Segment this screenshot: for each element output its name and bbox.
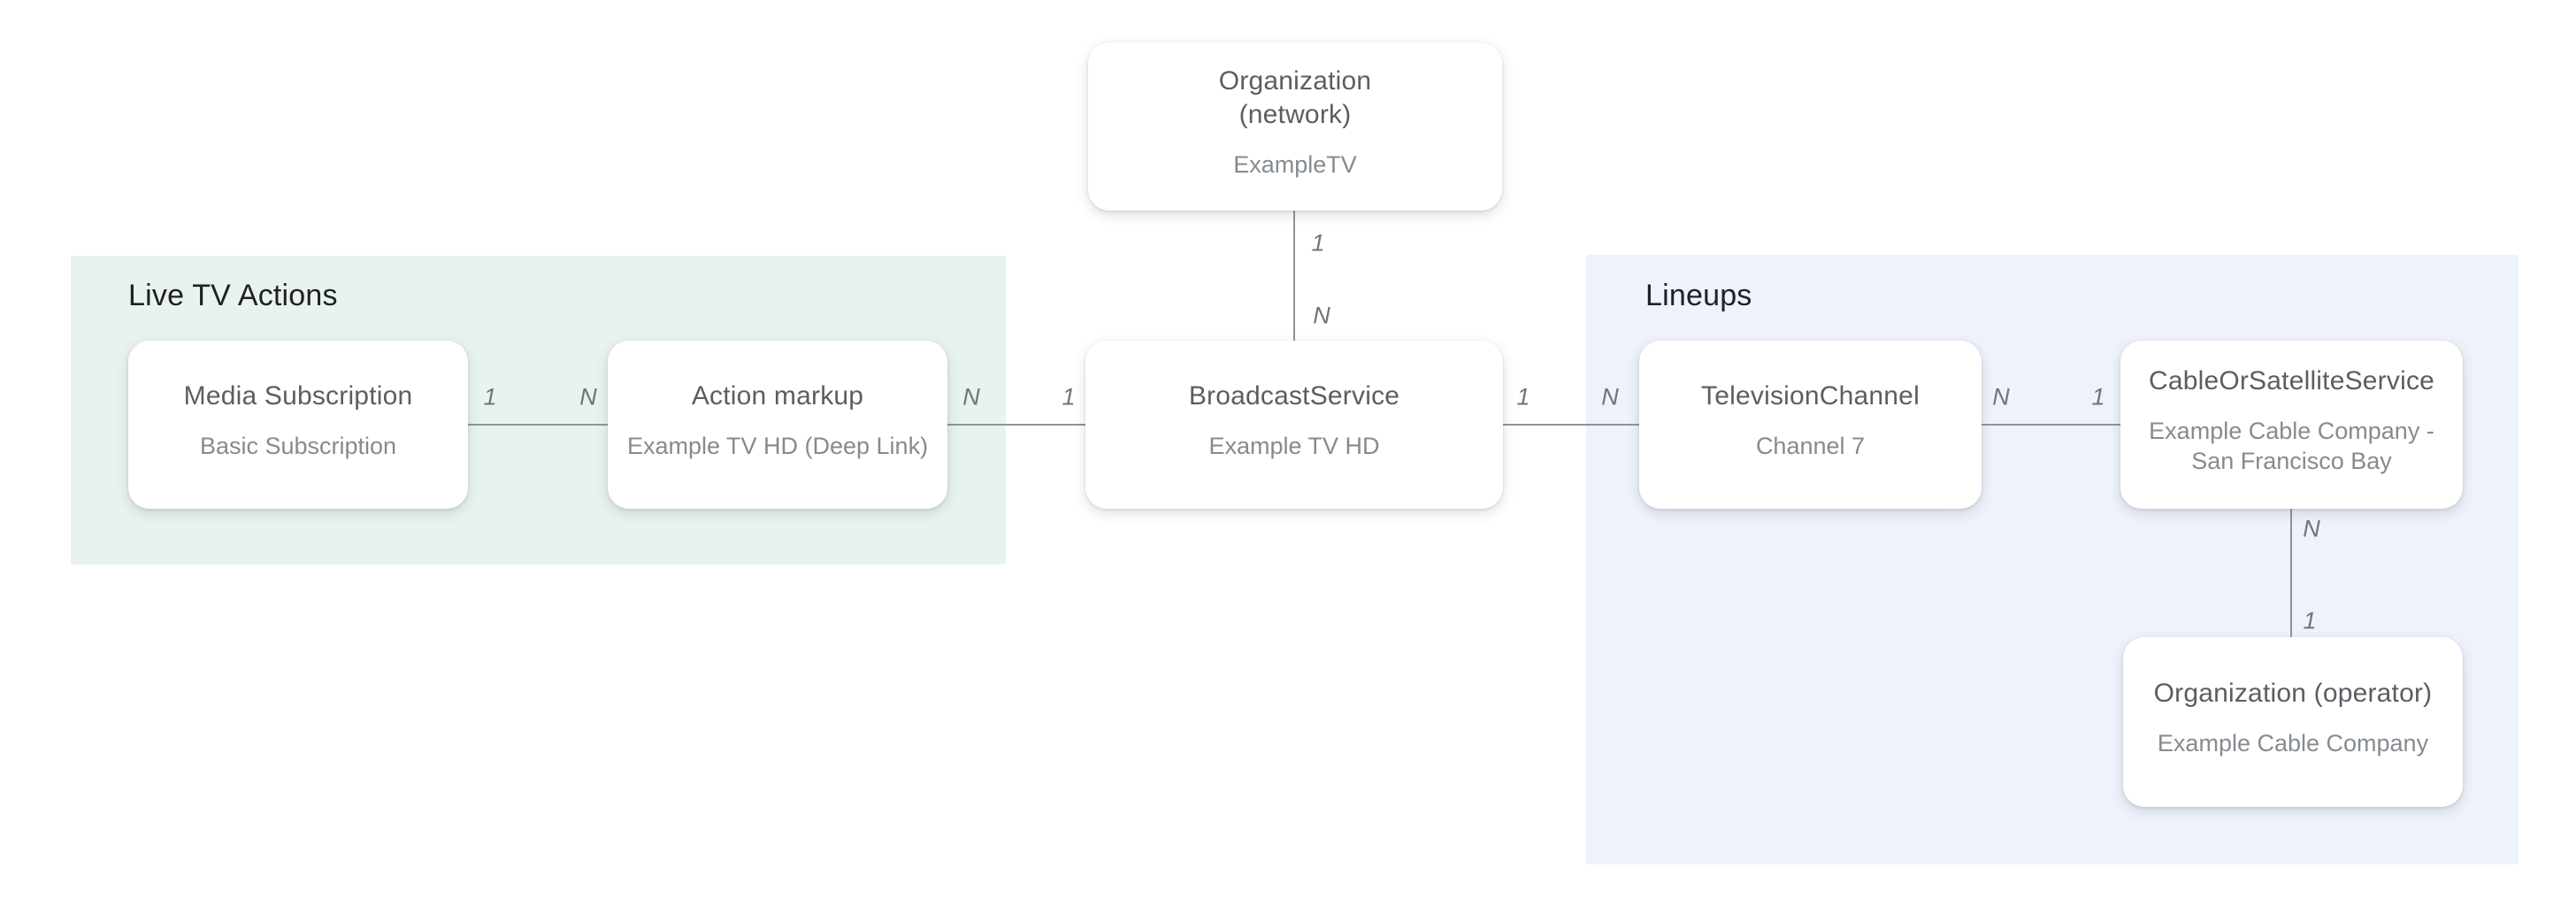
cardinality-broadcastservice-right-side: 1 [1516,383,1530,411]
node-subtitle: ExampleTV [1233,151,1357,178]
cardinality-broadcastservice-top-side: N [1313,302,1330,329]
node-title: Organization (operator) [2153,679,2433,708]
edge-broadcastservice-to-televisionchannel [1503,424,1639,426]
cardinality-actionmarkup-left-side: N [579,383,597,411]
node-subtitle: Channel 7 [1755,433,1866,459]
node-cable-or-satellite-service: CableOrSatelliteService Example Cable Co… [2120,341,2463,509]
node-organization-network: Organization (network) ExampleTV [1088,42,1502,211]
edge-cableservice-to-operator [2290,509,2292,637]
node-title: Media Subscription [183,381,413,411]
region-title-live-tv-actions: Live TV Actions [128,279,338,312]
edge-network-to-broadcastservice [1293,211,1295,341]
cardinality-televisionchannel-left-side: N [1601,383,1619,411]
node-organization-operator: Organization (operator) Example Cable Co… [2123,637,2463,807]
cardinality-mediasubscription-side: 1 [483,383,497,411]
edge-televisionchannel-to-cableservice [1982,424,2120,426]
node-title: Action markup [691,381,864,411]
region-title-lineups: Lineups [1645,279,1752,312]
edge-mediasubscription-to-actionmarkup [468,424,608,426]
node-title: CableOrSatelliteService [2148,366,2435,395]
node-subtitle: Basic Subscription [199,433,397,459]
node-action-markup: Action markup Example TV HD (Deep Link) [608,341,947,509]
cardinality-televisionchannel-right-side: N [1992,383,2010,411]
node-title: BroadcastService [1188,381,1400,411]
cardinality-cableservice-left-side: 1 [2091,383,2105,411]
edge-actionmarkup-to-broadcastservice [947,424,1085,426]
node-subtitle: Example Cable Company - San Francisco Ba… [2149,418,2434,474]
node-title: Organization (network) [1218,66,1372,129]
node-title: TelevisionChannel [1701,381,1920,411]
cardinality-broadcastservice-left-side: 1 [1062,383,1076,411]
cardinality-network-side: 1 [1311,229,1325,257]
cardinality-actionmarkup-right-side: N [962,383,980,411]
node-broadcast-service: BroadcastService Example TV HD [1085,341,1503,509]
node-subtitle: Example Cable Company [2157,730,2429,756]
node-subtitle: Example TV HD (Deep Link) [626,433,929,459]
node-media-subscription: Media Subscription Basic Subscription [128,341,468,509]
node-subtitle: Example TV HD [1208,433,1380,459]
cardinality-operator-side: 1 [2303,607,2317,634]
node-television-channel: TelevisionChannel Channel 7 [1639,341,1982,509]
cardinality-cableservice-bottom-side: N [2303,515,2320,542]
